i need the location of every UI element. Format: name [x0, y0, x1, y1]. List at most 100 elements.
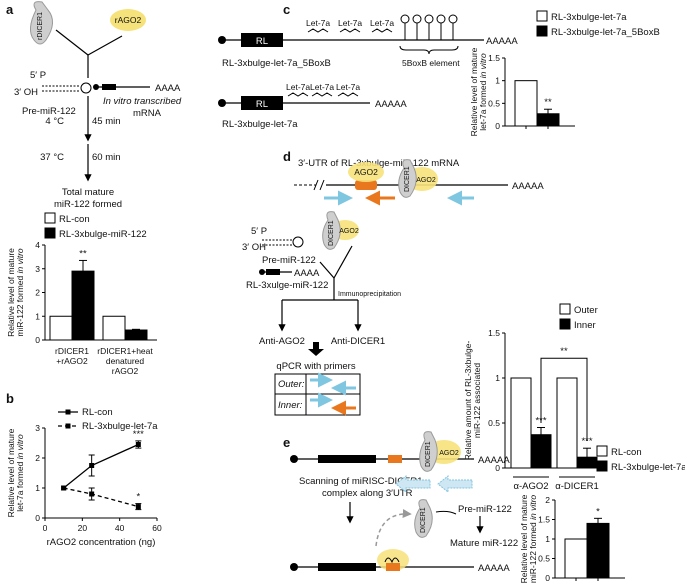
chart-c-legend-label: RL-3xbulge-let-7a — [551, 12, 627, 23]
chart-e-y-label: Relative level of maturemiR-122 formed i… — [519, 494, 538, 583]
step1-time: 45 min — [92, 116, 121, 127]
recruit-arrow — [375, 509, 412, 547]
chart-a-y-tick-label: 0 — [35, 335, 40, 345]
let7a-site-5: Let-7a — [310, 82, 334, 92]
dicer-ago-complex: DICER1 AGO2 — [398, 159, 438, 198]
chart-c-legend-swatch — [536, 25, 548, 37]
chart-d-y-tick-label: 1.5 — [488, 328, 500, 338]
dicer-protein-e2: DICER1 — [414, 499, 433, 538]
chart-a-y-tick-label: 1 — [35, 311, 40, 321]
let7a-site-6: Let-7a — [336, 82, 360, 92]
three-oh-d: 3′ OH — [242, 242, 266, 253]
chart-b-series-line — [63, 487, 139, 508]
chart-d-y-tick-label: 1 — [495, 373, 500, 383]
boxb-label: 5BoxB element — [402, 58, 460, 68]
chart-a-bar — [102, 315, 126, 341]
chart-d-x-tick-label: α-DICER1 — [555, 481, 599, 492]
scan-line1: Scanning of miRISC-DICER1 — [299, 476, 423, 487]
scan-line2: complex along 3′UTR — [322, 488, 413, 499]
chart-e-y-tick-label: 0 — [545, 573, 550, 583]
dicer-label-e: DICER1 — [425, 441, 432, 467]
chart-a-bar — [49, 315, 73, 341]
chart-b-y-tick-label: 2 — [35, 453, 40, 463]
step2-time: 60 min — [92, 152, 121, 163]
chart-a-bar — [71, 270, 95, 341]
five-prime-label: 5′ P — [30, 70, 46, 81]
chart-e-legend-label: RL-3xbulge-let-7a — [611, 462, 685, 473]
step1-temp: 4 °C — [45, 116, 64, 127]
panel-letter-c: c — [283, 2, 290, 17]
chart-d-legend-label: Inner — [574, 320, 596, 331]
in-vitro-line1: In vitro transcribed — [103, 96, 182, 107]
chart-e-bar — [564, 538, 588, 579]
chart-e-y-tick-label: 1.5 — [538, 515, 550, 525]
dicer-label: rDICER1 — [37, 12, 44, 40]
inner-label: Inner: — [278, 400, 303, 411]
chart-a-y-tick-label: 2 — [35, 288, 40, 298]
panel-letter-a: a — [6, 2, 14, 17]
chart-b-x-tick-label: 40 — [115, 523, 125, 533]
chart-a-legend-label: RL-3xbulge-miR-122 — [59, 229, 147, 240]
ago-site — [355, 180, 377, 190]
chart-a-legend-swatch — [44, 227, 56, 239]
chart-e-y-tick-label: 2 — [545, 495, 550, 505]
chart-d-y-tick-label: 0.5 — [488, 418, 500, 428]
chart-a-y-label: Relative level of maturemiR-122 formed i… — [6, 248, 25, 337]
chart-c-y-tick-label: 1 — [495, 76, 500, 86]
ago2-protein — [110, 9, 146, 31]
chart-a-y-tick-label: 3 — [35, 264, 40, 274]
panel-e-schematic: DICER1 AGO2 AAAAA Scanning of miRISC-DIC… — [290, 431, 518, 574]
chart-b-legend-marker — [65, 423, 71, 429]
chart-d-bracket — [540, 357, 588, 441]
pre-mir-e: Pre-miR-122 — [458, 504, 512, 515]
chart-e-y-tick-label: 0.5 — [538, 554, 550, 564]
construct1-label: RL-3xbulge-let-7a_5BoxB — [222, 58, 331, 69]
chart-e-legend-swatch — [596, 445, 608, 457]
mrna-polya-d: AAAA — [294, 268, 320, 279]
ago-label-d3: AGO2 — [339, 228, 359, 235]
dicer-label-d: DICER1 — [404, 166, 411, 192]
polya-e2: AAAAA — [478, 563, 510, 574]
chart-b-significance: * — [136, 492, 140, 503]
five-prime-d: 5′ P — [251, 226, 267, 237]
ago2-binding — [348, 162, 384, 182]
down-arrow-icon — [308, 342, 324, 356]
chart-a-significance: ** — [79, 248, 87, 259]
chart-b-legend-label: RL-3xbulge-let-7a — [82, 421, 158, 432]
chart-c-bar — [514, 80, 538, 127]
chart-b-y-tick-label: 1 — [35, 483, 40, 493]
let7a-site-3: Let-7a — [370, 18, 394, 28]
chart-b-y-tick-label: 3 — [35, 423, 40, 433]
chart-d-bar — [530, 434, 552, 469]
polya-c2: AAAAA — [375, 99, 407, 110]
result-line2: miR-122 formed — [54, 199, 122, 210]
chart-b-x-tick-label: 0 — [43, 523, 48, 533]
panel-letter-e: e — [283, 435, 290, 450]
ago-label-d2: AGO2 — [416, 177, 436, 184]
chart-e-bar — [586, 522, 610, 579]
chart-a-legend-label: RL-con — [59, 214, 90, 225]
dicer-label-d3: DICER1 — [328, 220, 335, 246]
chart-d-significance: *** — [581, 436, 592, 447]
chart-c-y-tick-label: 0 — [495, 121, 500, 131]
chart-d-legend-swatch — [559, 318, 571, 330]
panel-letter-d: d — [283, 149, 291, 164]
rl-box-label-2: RL — [256, 99, 268, 110]
chart-d-legend-label: Outer — [574, 305, 598, 316]
panel-c-schematic: RL Let-7a Let-7a Let-7a 5BoxB element AA… — [218, 14, 518, 130]
scan-arrow-1 — [437, 474, 473, 494]
chart-d-y-tick-label: 0 — [495, 463, 500, 473]
outer-label: Outer: — [278, 379, 305, 390]
ip-label: Immunoprecipitation — [338, 291, 401, 298]
chart-c-y-label: Relative level of maturelet-7a formed in… — [469, 47, 488, 136]
chart-a-y-tick-label: 4 — [35, 240, 40, 250]
chart-b-legend-label: RL-con — [82, 407, 113, 418]
chart-e-legend-swatch — [596, 460, 608, 472]
chart-d-bar — [576, 456, 598, 469]
pre-mir-d: Pre-miR-122 — [262, 255, 316, 266]
chart-c-legend-label: RL-3xbulge-let-7a_5BoxB — [551, 27, 660, 38]
